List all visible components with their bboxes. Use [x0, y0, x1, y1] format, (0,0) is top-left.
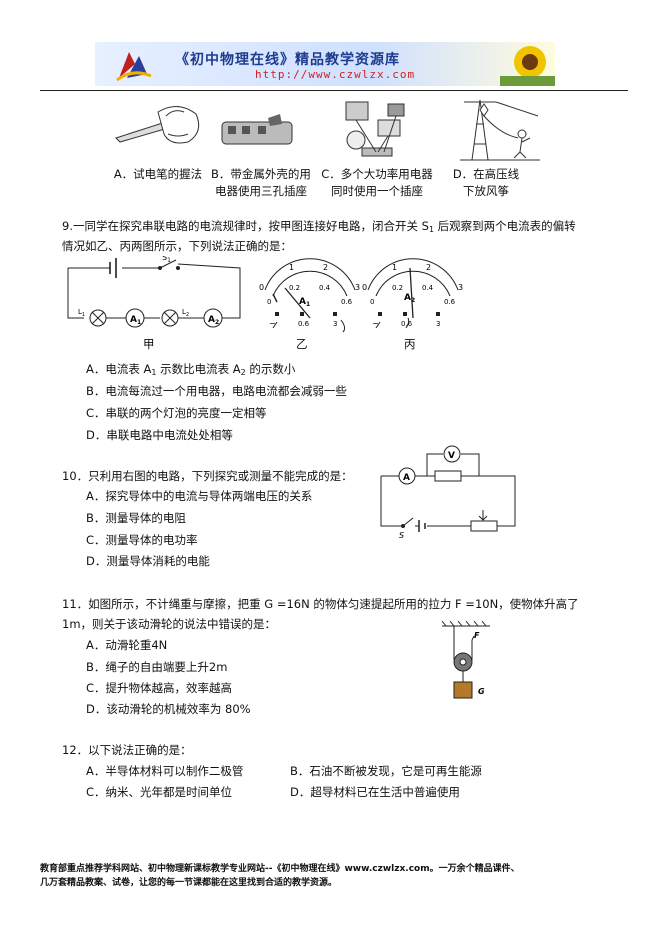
q8-option-d-line2: 下放风筝 — [463, 184, 509, 198]
q8-option-c-line2: 同时使用一个插座 — [331, 184, 423, 198]
q9-ammeter-yi: 1 2 0 3 0.2 0.4 0 0.6 A1 − 0.6 3 — [259, 258, 360, 333]
site-logo — [116, 52, 152, 82]
svg-text:3: 3 — [333, 320, 337, 328]
svg-text:3: 3 — [458, 283, 463, 292]
label-a2: A2 — [208, 315, 219, 326]
test-pen-grip-image — [115, 106, 200, 144]
q11-option-a: A．动滑轮重4N — [86, 638, 168, 652]
banner-url: http://www.czwlzx.com — [255, 68, 416, 81]
svg-text:G: G — [478, 687, 485, 696]
svg-text:−: − — [372, 319, 379, 328]
q11-stem-line1: 11．如图所示，不计绳重与摩擦，把重 G =16N 的物体匀速提起所用的拉力 F… — [62, 597, 579, 611]
q9-circuit-jia: S1 L1 A1 L2 A2 — [67, 256, 241, 328]
q10-option-a: A．探究导体中的电流与导体两端电压的关系 — [86, 489, 313, 503]
svg-text:V: V — [448, 451, 455, 461]
q9-option-d: D．串联电路中电流处处相等 — [86, 428, 233, 442]
svg-text:A2: A2 — [404, 293, 415, 304]
q8-option-d: D．在高压线 下放风筝 — [448, 166, 524, 200]
svg-text:A: A — [403, 473, 410, 483]
svg-text:0.6: 0.6 — [298, 320, 310, 328]
svg-text:3: 3 — [436, 320, 440, 328]
footer-line2: 几万套精品教案、试卷，让您的每一节课都能在这里找到合适的教学资源。 — [40, 878, 338, 888]
q12-option-c: C．纳米、光年都是时间单位 — [86, 785, 233, 799]
q9-option-a: A．电流表 A1 示数比电流表 A2 的示数小 — [86, 362, 296, 377]
svg-text:0: 0 — [370, 298, 374, 306]
svg-text:0.6: 0.6 — [341, 298, 353, 306]
q10-circuit: A V S — [380, 445, 516, 540]
q8-option-a: A．试电笔的握法 — [106, 166, 210, 183]
svg-text:1: 1 — [392, 263, 397, 272]
label-s1: S1 — [162, 256, 171, 264]
svg-text:3: 3 — [355, 283, 360, 292]
label-l1: L1 — [78, 308, 85, 318]
fig-label-bing: 丙 — [404, 337, 416, 351]
svg-text:0: 0 — [267, 298, 271, 306]
q8-option-d-line1: D．在高压线 — [452, 167, 520, 181]
q8-option-c-line1: C．多个大功率用电器 — [321, 167, 433, 181]
q9-option-c: C．串联的两个灯泡的亮度一定相等 — [86, 406, 267, 420]
svg-text:0.4: 0.4 — [319, 284, 331, 292]
svg-text:2: 2 — [323, 263, 328, 272]
q8-option-b-line2: 电器使用三孔插座 — [215, 184, 307, 198]
fig-label-jia: 甲 — [143, 337, 155, 351]
q12-stem: 12．以下说法正确的是： — [62, 743, 192, 757]
svg-text:2: 2 — [426, 263, 431, 272]
q11-pulley-figure: F G — [441, 620, 490, 699]
q10-stem: 10．只利用右图的电路，下列探究或测量不能完成的是： — [62, 469, 353, 483]
q10-option-d: D．测量导体消耗的电能 — [86, 554, 210, 568]
svg-text:0.4: 0.4 — [422, 284, 434, 292]
svg-text:0: 0 — [362, 283, 367, 292]
q9-stem-line1: 9.一同学在探究串联电路的电流规律时，按甲图连接好电路，闭合开关 S1 后观察到… — [62, 219, 576, 234]
svg-text:−: − — [269, 319, 276, 328]
q10-option-b: B．测量导体的电阻 — [86, 511, 186, 525]
q12-option-a: A．半导体材料可以制作二极管 — [86, 764, 244, 778]
q9-option-b: B．电流每流过一个用电器，电路电流都会减弱一些 — [86, 384, 347, 398]
kite-under-power-line-image — [460, 99, 540, 161]
sunflower-image — [500, 46, 555, 86]
svg-text:0.6: 0.6 — [444, 298, 456, 306]
q9-stem-line2: 情况如乙、丙两图所示，下列说法正确的是： — [62, 239, 292, 253]
svg-text:S: S — [399, 531, 404, 540]
label-a1: A1 — [130, 315, 141, 326]
svg-text:1: 1 — [289, 263, 294, 272]
svg-text:0: 0 — [259, 283, 264, 292]
q8-option-b-line1: B．带金属外壳的用 — [211, 167, 311, 181]
svg-text:0.2: 0.2 — [392, 284, 403, 292]
svg-text:0.6: 0.6 — [401, 320, 413, 328]
header-divider — [40, 90, 628, 91]
multiple-appliances-image — [345, 101, 405, 157]
q8-option-a-label: A．试电笔的握法 — [113, 167, 203, 181]
q9-ammeter-bing: 1 2 0 3 0.2 0.4 0 0.6 A2 − 0.6 3 — [362, 258, 463, 329]
q8-option-b: B．带金属外壳的用 电器使用三孔插座 — [206, 166, 316, 200]
svg-text:A1: A1 — [299, 297, 310, 308]
header-banner — [95, 42, 555, 86]
page-footer: 教育部重点推荐学科网站、初中物理新课标教学专业网站--《初中物理在线》www.c… — [40, 862, 630, 890]
banner-title: 《初中物理在线》精品教学资源库 — [175, 52, 400, 68]
q11-option-b: B．绳子的自由端要上升2m — [86, 660, 228, 674]
q12-option-d: D．超导材料已在生活中普遍使用 — [290, 785, 460, 799]
label-l2: L2 — [182, 308, 189, 318]
svg-text:0.2: 0.2 — [289, 284, 300, 292]
footer-line1: 教育部重点推荐学科网站、初中物理新课标教学专业网站--《初中物理在线》www.c… — [40, 864, 520, 874]
svg-text:F: F — [474, 631, 480, 640]
q12-option-b: B．石油不断被发现，它是可再生能源 — [290, 764, 482, 778]
q11-option-c: C．提升物体越高，效率越高 — [86, 681, 233, 695]
q11-stem-line2: 1m，则关于该动滑轮的说法中错误的是： — [62, 617, 277, 631]
q10-option-c: C．测量导体的电功率 — [86, 533, 198, 547]
q8-option-c: C．多个大功率用电器 同时使用一个插座 — [318, 166, 436, 200]
fig-label-yi: 乙 — [296, 337, 308, 351]
q11-option-d: D．该动滑轮的机械效率为 80% — [86, 702, 251, 716]
three-hole-socket-image — [221, 114, 293, 145]
